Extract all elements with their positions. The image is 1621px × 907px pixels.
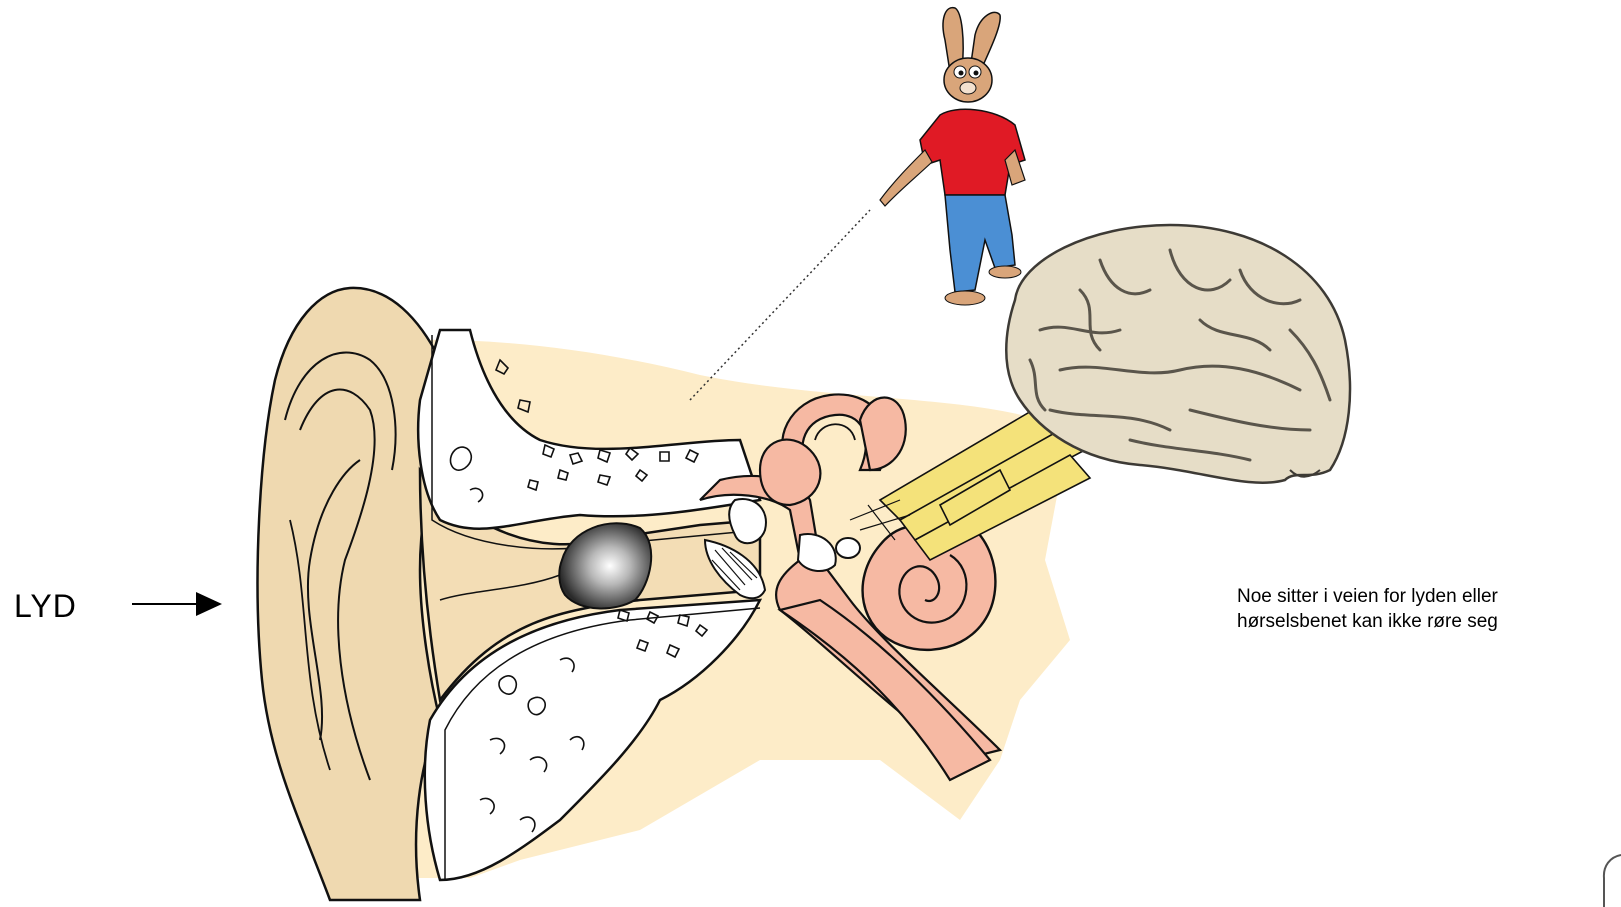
caption-line: Noe sitter i veien for lyden eller [1237,584,1498,609]
corner-logo-fragment [1604,855,1621,907]
cane-line [690,210,870,400]
rabbit-with-cane-icon [880,8,1025,305]
sound-label: LYD [14,588,77,625]
arrow-right-icon [132,592,222,616]
caption-text: Noe sitter i veien for lyden eller hørse… [1237,584,1498,634]
ossicles [836,538,860,558]
ossicles [729,499,766,543]
caption-line: hørselsbenet kan ikke røre seg [1237,609,1498,634]
outer-ear [258,288,445,900]
